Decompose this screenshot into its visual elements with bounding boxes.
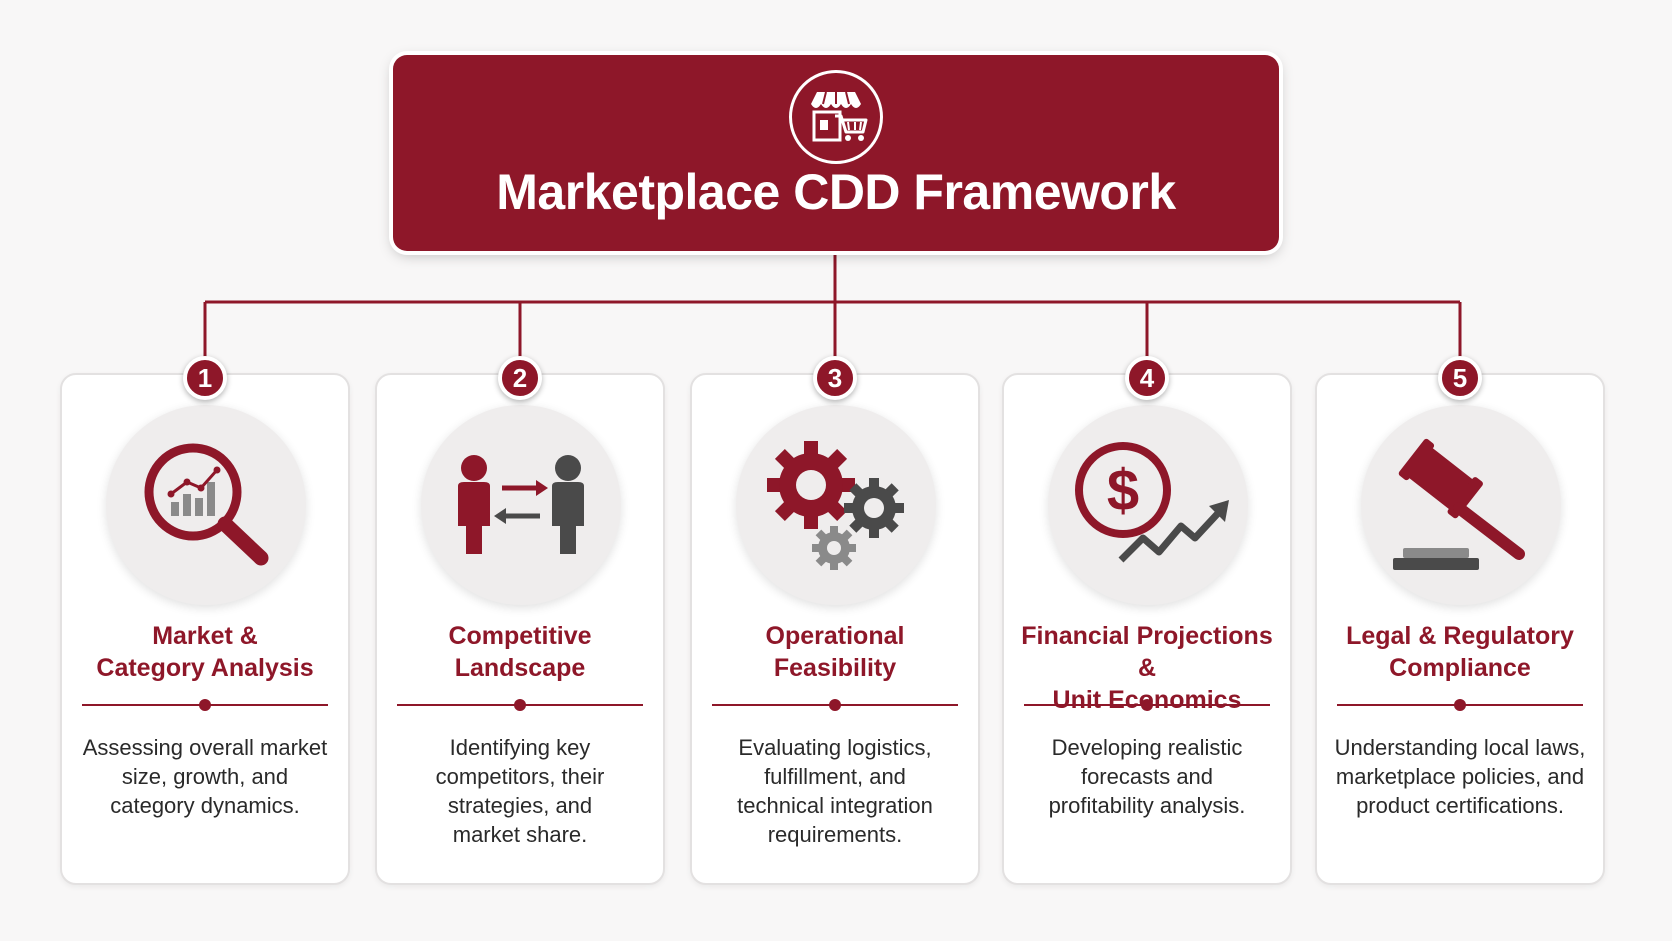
framework-header: Marketplace CDD Framework — [393, 55, 1279, 251]
storefront-cart-icon — [789, 70, 883, 164]
step-title: Competitive Landscape — [448, 622, 592, 682]
magnifier-bar-chart-icon — [106, 405, 306, 605]
step-description: Assessing overall market size, growth, a… — [82, 735, 328, 818]
step-title: Market & Category Analysis — [96, 622, 314, 682]
step-description: Understanding local laws, marketplace po… — [1334, 735, 1586, 818]
gavel-icon — [1361, 405, 1561, 605]
people-exchange-icon — [421, 405, 621, 605]
step-title: Legal & Regulatory Compliance — [1346, 622, 1574, 682]
step-card-financial-projections: $ Financial Projections & Unit Economics… — [1002, 373, 1292, 885]
gears-icon — [736, 405, 936, 605]
divider — [82, 699, 328, 711]
divider — [1337, 699, 1583, 711]
svg-text:$: $ — [1107, 458, 1139, 523]
step-2-badge: 2 — [498, 356, 542, 400]
step-1-badge: 1 — [183, 356, 227, 400]
divider — [397, 699, 643, 711]
dollar-growth-icon: $ — [1048, 405, 1248, 605]
step-4-badge: 4 — [1125, 356, 1169, 400]
step-card-operational-feasibility: Operational Feasibility Evaluating logis… — [690, 373, 980, 885]
step-5-badge: 5 — [1438, 356, 1482, 400]
step-title: Financial Projections & Unit Economics — [1021, 622, 1273, 714]
step-card-competitive-landscape: Competitive Landscape Identifying key co… — [375, 373, 665, 885]
framework-title: Marketplace CDD Framework — [496, 164, 1176, 220]
step-card-legal-compliance: Legal & Regulatory Compliance Understand… — [1315, 373, 1605, 885]
step-3-badge: 3 — [813, 356, 857, 400]
step-description: Developing realistic forecasts and profi… — [1048, 735, 1246, 818]
step-description: Evaluating logistics, fulfillment, and t… — [737, 735, 933, 847]
divider — [712, 699, 958, 711]
step-description: Identifying key competitors, their strat… — [435, 735, 605, 847]
divider — [1024, 699, 1270, 711]
step-card-market-analysis: Market & Category Analysis Assessing ove… — [60, 373, 350, 885]
step-title: Operational Feasibility — [765, 622, 905, 682]
